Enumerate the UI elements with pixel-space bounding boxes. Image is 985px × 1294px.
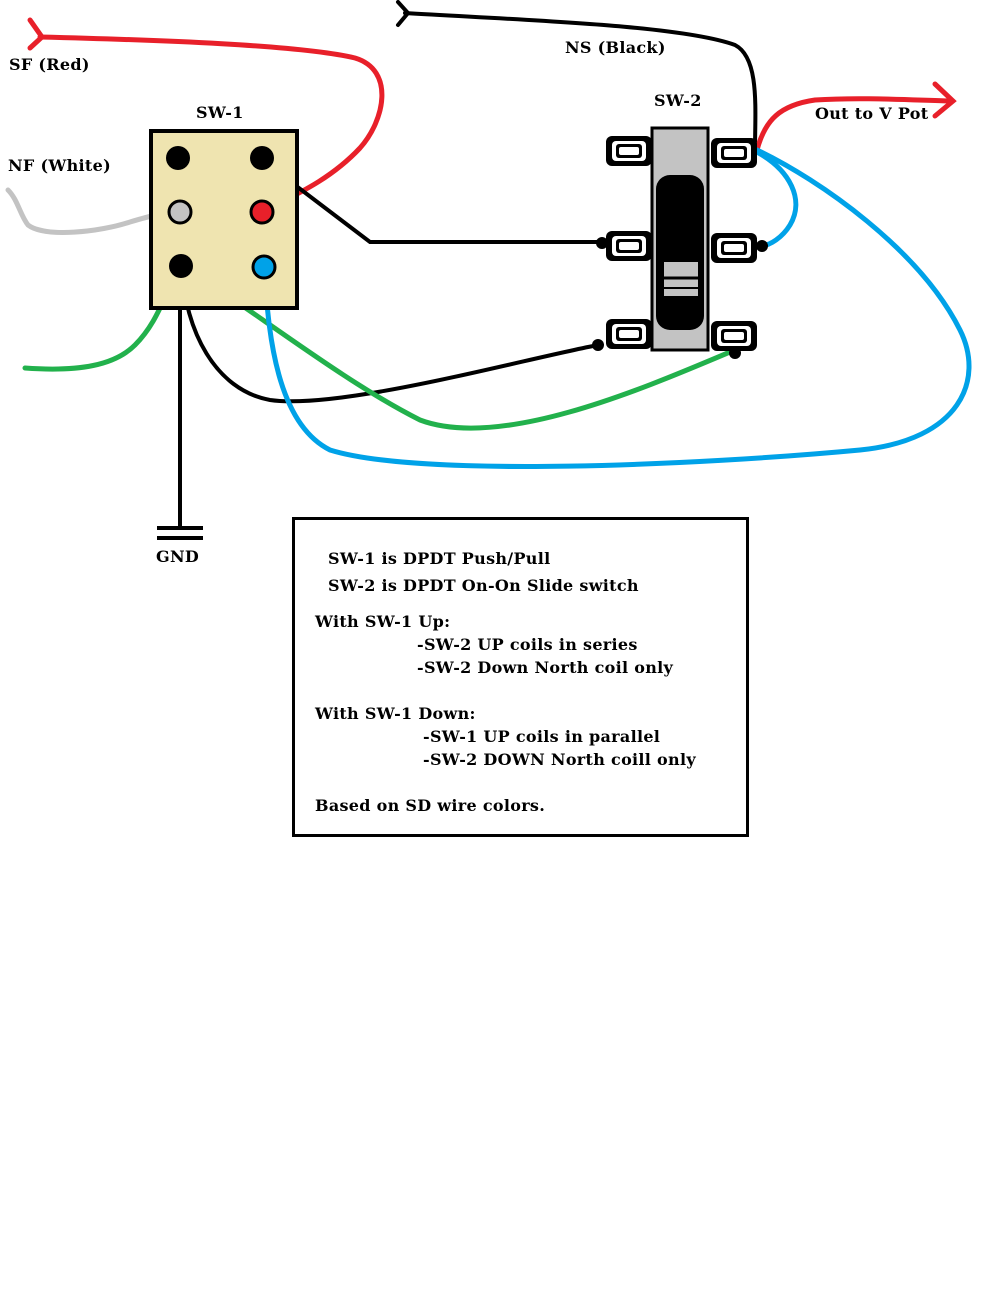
ns-black-label: NS (Black): [565, 38, 666, 57]
sw2-lug-top-left: [606, 136, 652, 166]
out-red-wire: [754, 96, 953, 153]
sw2-lug-bottom-left: [606, 319, 652, 349]
sw1-lug-bottom-left: [169, 254, 193, 278]
notes-box: SW-1 is DPDT Push/Pull SW-2 is DPDT On-O…: [292, 517, 749, 837]
note-line: With SW-1 Up:: [315, 612, 451, 631]
sw2-lug-mid-right: [711, 233, 757, 263]
sw1-lug-bottom-right: [251, 254, 277, 280]
sw2-switch: [592, 126, 768, 359]
solder-dot: [756, 240, 768, 252]
sw2-label: SW-2: [654, 91, 702, 110]
out-to-v-pot-label: Out to V Pot: [815, 104, 929, 123]
sw1-lug-mid-left: [167, 199, 193, 225]
sw2-lug-mid-left: [606, 231, 652, 261]
ns-black-wire: [403, 11, 758, 152]
note-line: With SW-1 Down:: [315, 704, 476, 723]
note-line: -SW-2 Down North coil only: [417, 658, 674, 677]
sw1-lug-top-left: [166, 146, 190, 170]
solder-dot: [592, 339, 604, 351]
sw2-slider: [656, 175, 704, 330]
sw1-switch: [149, 129, 299, 310]
sf-red-label: SF (Red): [9, 55, 90, 74]
note-line: SW-1 is DPDT Push/Pull: [328, 549, 551, 568]
sw1-lug-top-right: [250, 146, 274, 170]
solder-dot: [596, 237, 608, 249]
blue-wire-long: [261, 147, 972, 469]
sw2-lug-bottom-right: [711, 321, 757, 351]
blue-wire-short: [754, 149, 799, 249]
note-line: SW-2 is DPDT On-On Slide switch: [328, 576, 639, 595]
note-line: -SW-1 UP coils in parallel: [423, 727, 661, 746]
green-wire-right: [179, 263, 733, 431]
ns-arrow-icon: [396, 0, 411, 27]
sf-arrow-icon: [27, 17, 46, 51]
solder-dot: [729, 347, 741, 359]
sf-red-wire: [37, 34, 385, 215]
ground-icon: [157, 526, 203, 540]
sw1-label: SW-1: [196, 103, 244, 122]
note-line: Based on SD wire colors.: [315, 796, 546, 815]
sw2-lug-top-right: [711, 138, 757, 168]
sw1-lug-mid-right: [249, 199, 275, 225]
out-arrow-icon: [932, 81, 957, 119]
nf-white-label: NF (White): [8, 156, 111, 175]
gnd-label: GND: [156, 547, 200, 566]
note-line: -SW-2 DOWN North coill only: [423, 750, 696, 769]
note-line: -SW-2 UP coils in series: [417, 635, 638, 654]
sw1-to-sw2-black-wire: [260, 158, 615, 244]
